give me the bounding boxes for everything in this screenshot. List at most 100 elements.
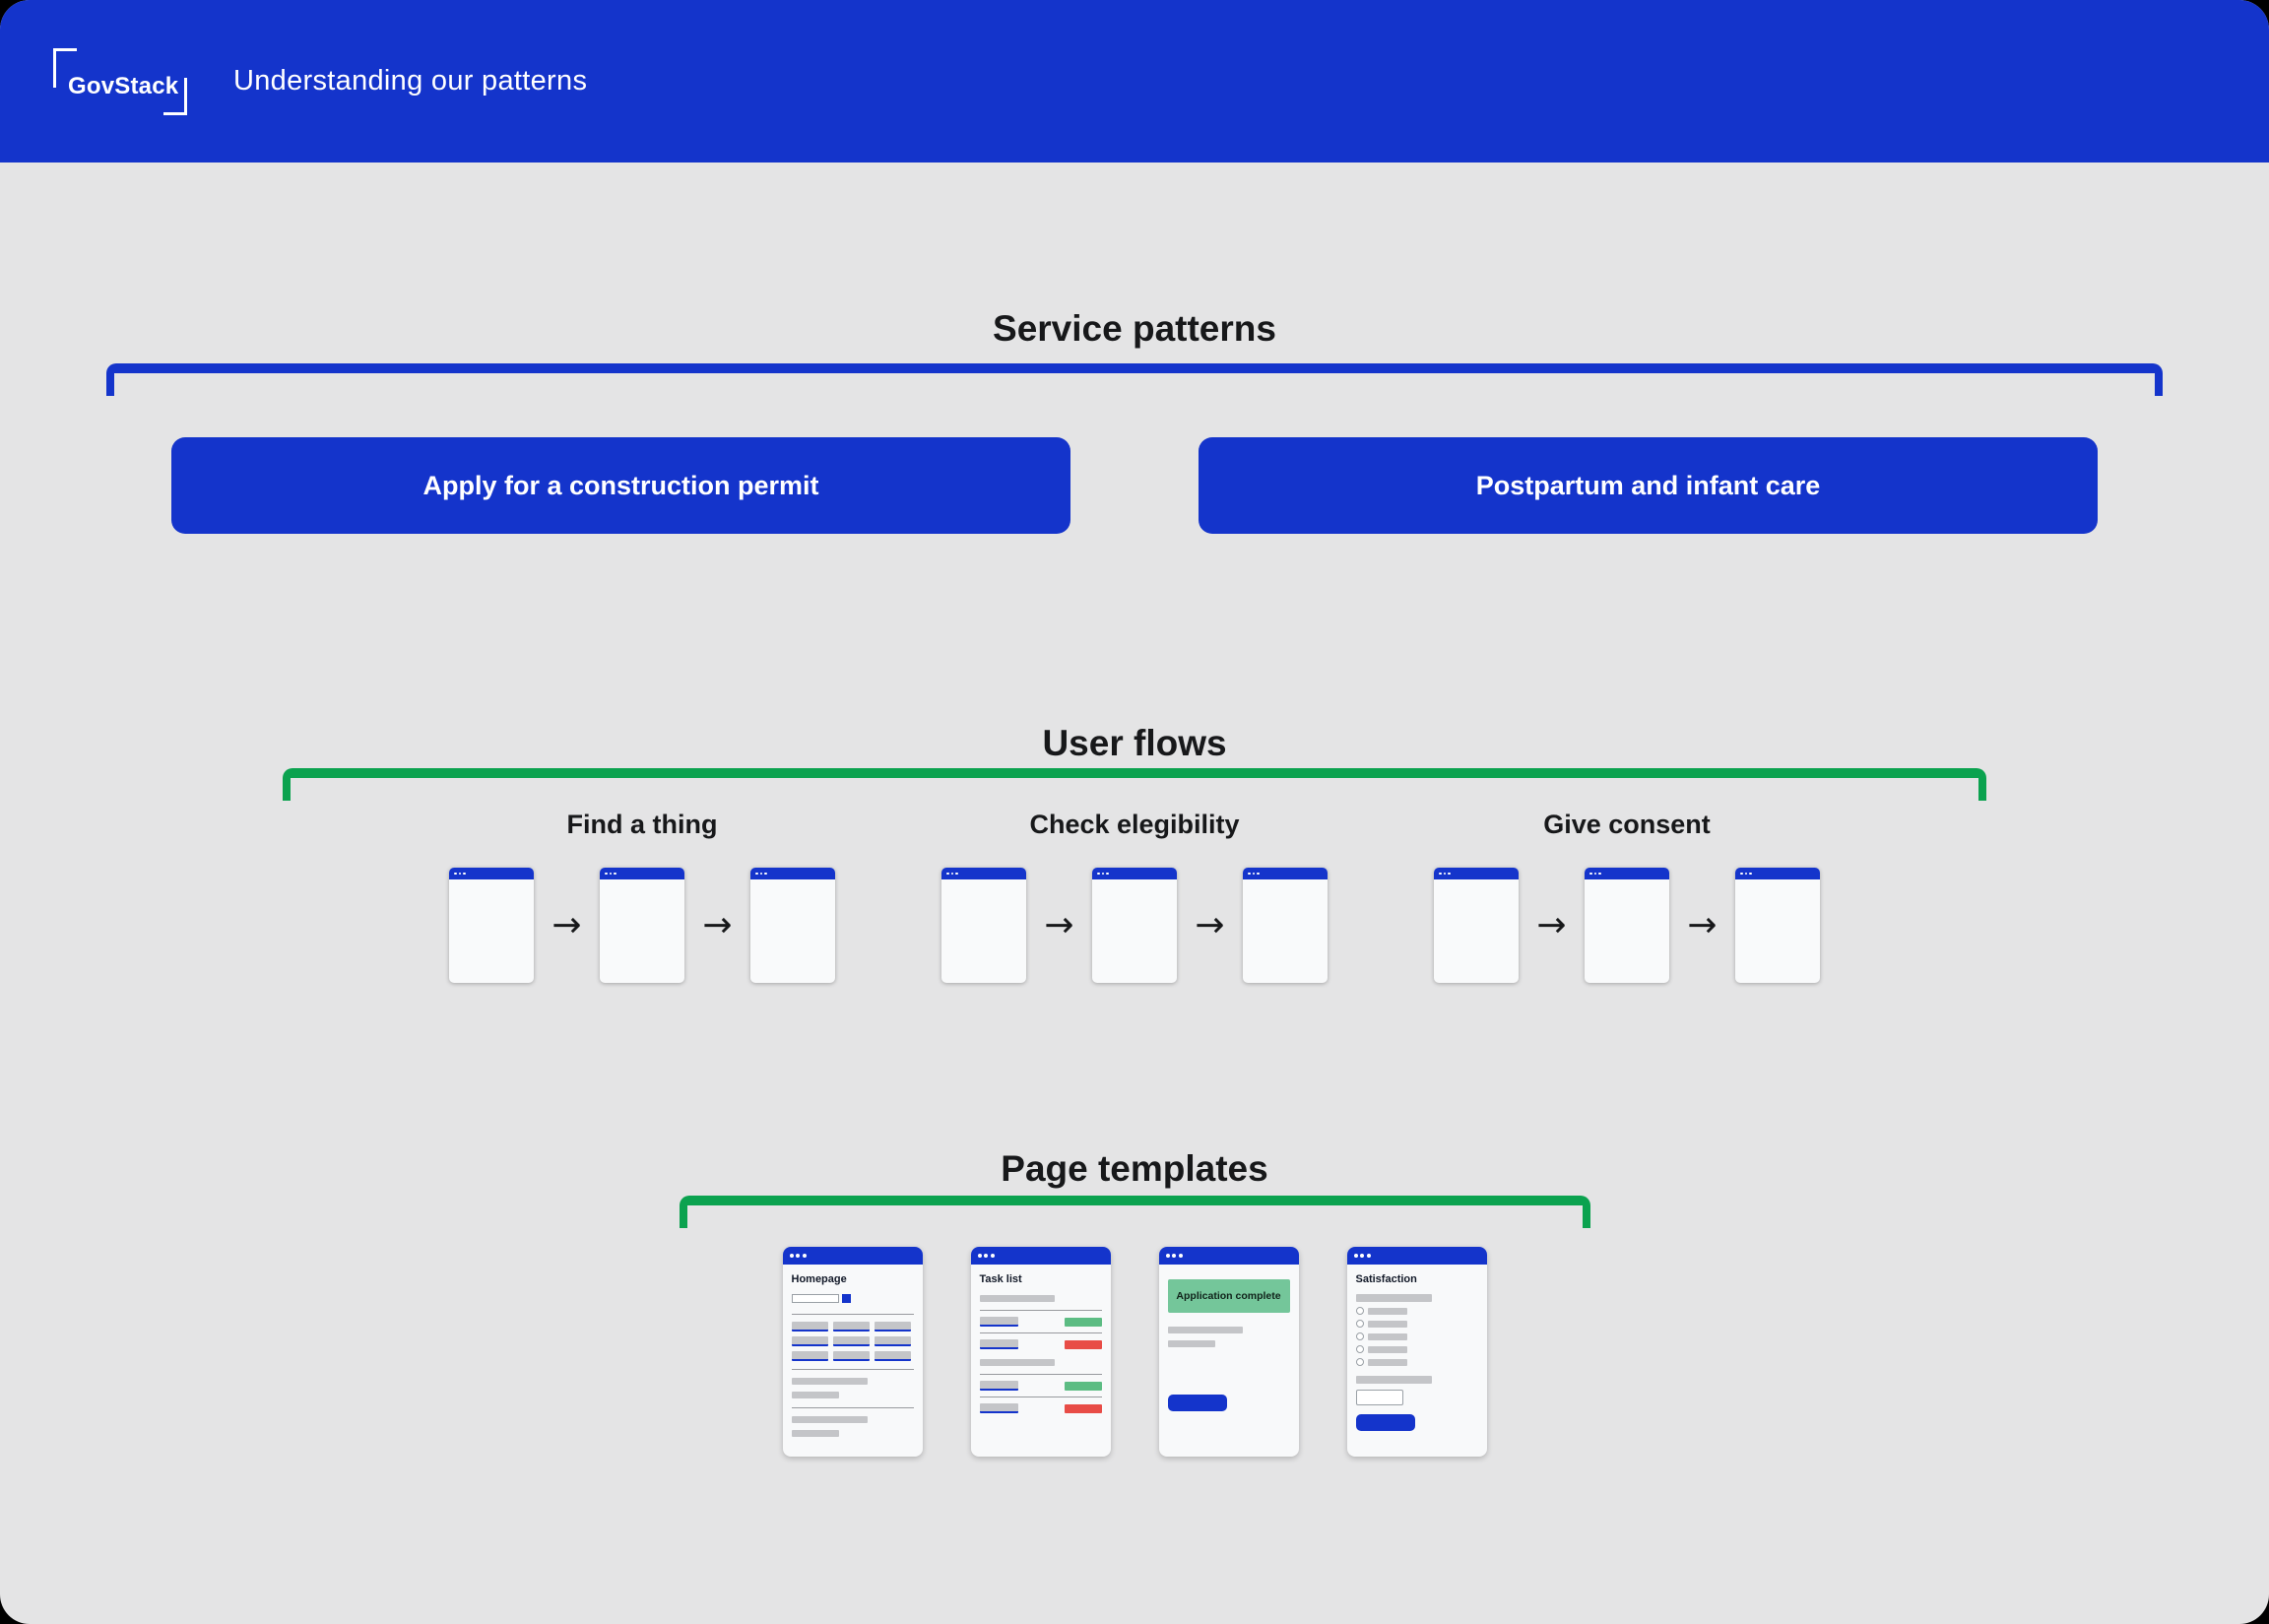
link-placeholder <box>832 1351 870 1361</box>
template-body: Task list <box>971 1265 1111 1457</box>
text-placeholder <box>1355 1294 1432 1302</box>
text-placeholder <box>1367 1332 1407 1340</box>
divider <box>979 1332 1102 1333</box>
flow-steps: → → <box>1434 868 1820 983</box>
radio-icon <box>1355 1320 1364 1328</box>
radio-option <box>1355 1320 1478 1328</box>
flow-step-window <box>750 868 835 983</box>
radio-icon <box>1355 1332 1364 1340</box>
postpartum-care-button[interactable]: Postpartum and infant care <box>1199 437 2098 534</box>
text-placeholder <box>1355 1376 1432 1384</box>
text-placeholder <box>979 1359 1055 1366</box>
logo-corner-top-left-icon <box>53 47 77 88</box>
radio-option <box>1355 1332 1478 1340</box>
link-placeholder <box>874 1322 911 1332</box>
link-placeholder <box>791 1336 828 1346</box>
template-body: Satisfaction <box>1347 1265 1487 1457</box>
status-badge-green <box>1064 1317 1102 1327</box>
template-heading: Task list <box>979 1273 1022 1285</box>
window-dots-icon <box>750 868 835 879</box>
status-badge-red <box>1064 1339 1102 1349</box>
link-placeholder <box>874 1351 911 1361</box>
link-placeholder <box>979 1381 1018 1391</box>
window-dots-icon <box>449 868 534 879</box>
template-body: Homepage <box>783 1265 923 1457</box>
status-badge-red <box>1064 1403 1102 1413</box>
service-patterns-title: Service patterns <box>993 308 1276 349</box>
window-dots-icon <box>1735 868 1820 879</box>
link-grid <box>791 1322 914 1361</box>
window-dots-icon <box>1158 1247 1299 1265</box>
search-bar <box>791 1294 914 1303</box>
flow-step-window <box>1092 868 1177 983</box>
text-placeholder <box>1167 1327 1243 1333</box>
task-row <box>979 1403 1102 1413</box>
template-card-application-complete: Application complete <box>1158 1247 1299 1457</box>
user-flows: Find a thing → → Check elegibility <box>0 810 2269 983</box>
radio-icon <box>1355 1345 1364 1353</box>
template-card-homepage: Homepage <box>782 1247 923 1457</box>
service-patterns-buttons: Apply for a construction permit Postpart… <box>171 437 2098 534</box>
text-placeholder <box>791 1416 868 1423</box>
link-placeholder <box>832 1336 870 1346</box>
template-card-task-list: Task list <box>970 1247 1111 1457</box>
window-dots-icon <box>970 1247 1111 1265</box>
task-row <box>979 1339 1102 1349</box>
flow-find-a-thing: Find a thing → → <box>449 810 835 983</box>
template-heading: Satisfaction <box>1355 1273 1417 1285</box>
window-dots-icon <box>1434 868 1519 879</box>
radio-option <box>1355 1358 1478 1366</box>
divider <box>791 1314 914 1315</box>
window-dots-icon <box>600 868 684 879</box>
radio-option <box>1355 1345 1478 1353</box>
search-button <box>841 1294 851 1303</box>
text-placeholder <box>979 1295 1055 1302</box>
flow-check-elegibility: Check elegibility → → <box>941 810 1328 983</box>
page-templates-title: Page templates <box>1001 1148 1268 1189</box>
govstack-logo-icon: GovStack <box>53 47 187 115</box>
flow-step-window <box>941 868 1026 983</box>
link-placeholder <box>979 1403 1018 1413</box>
construction-permit-button[interactable]: Apply for a construction permit <box>171 437 1070 534</box>
template-card-satisfaction: Satisfaction <box>1346 1247 1487 1457</box>
primary-button <box>1355 1414 1415 1431</box>
arrow-icon: → <box>1195 904 1225 945</box>
window-dots-icon <box>782 1247 923 1265</box>
page-templates: Homepage <box>0 1247 2269 1457</box>
service-patterns-bracket <box>106 363 2163 396</box>
page-templates-bracket <box>679 1196 1590 1228</box>
link-placeholder <box>979 1317 1018 1327</box>
page-title: Understanding our patterns <box>233 65 588 97</box>
flow-steps: → → <box>941 868 1328 983</box>
text-placeholder <box>1367 1307 1407 1315</box>
link-placeholder <box>791 1322 828 1332</box>
link-placeholder <box>874 1336 911 1346</box>
link-placeholder <box>832 1322 870 1332</box>
text-placeholder <box>1167 1340 1215 1347</box>
flow-give-consent: Give consent → → <box>1434 810 1820 983</box>
arrow-icon: → <box>702 904 733 945</box>
window-dots-icon <box>1243 868 1328 879</box>
text-placeholder <box>1367 1358 1407 1366</box>
flow-label: Find a thing <box>566 810 718 839</box>
flow-step-window <box>600 868 684 983</box>
task-row <box>979 1381 1102 1391</box>
text-placeholder <box>791 1378 868 1385</box>
arrow-icon: → <box>551 904 582 945</box>
text-placeholder <box>1367 1320 1407 1328</box>
link-placeholder <box>791 1351 828 1361</box>
window-dots-icon <box>941 868 1026 879</box>
flow-steps: → → <box>449 868 835 983</box>
template-body: Application complete <box>1159 1265 1299 1457</box>
divider <box>791 1407 914 1408</box>
flow-step-window <box>1585 868 1669 983</box>
link-placeholder <box>979 1339 1018 1349</box>
text-placeholder <box>791 1392 839 1398</box>
flow-step-window <box>449 868 534 983</box>
search-input <box>791 1294 839 1303</box>
divider <box>791 1369 914 1370</box>
flow-label: Give consent <box>1543 810 1711 839</box>
arrow-icon: → <box>1044 904 1074 945</box>
text-placeholder <box>791 1430 839 1437</box>
